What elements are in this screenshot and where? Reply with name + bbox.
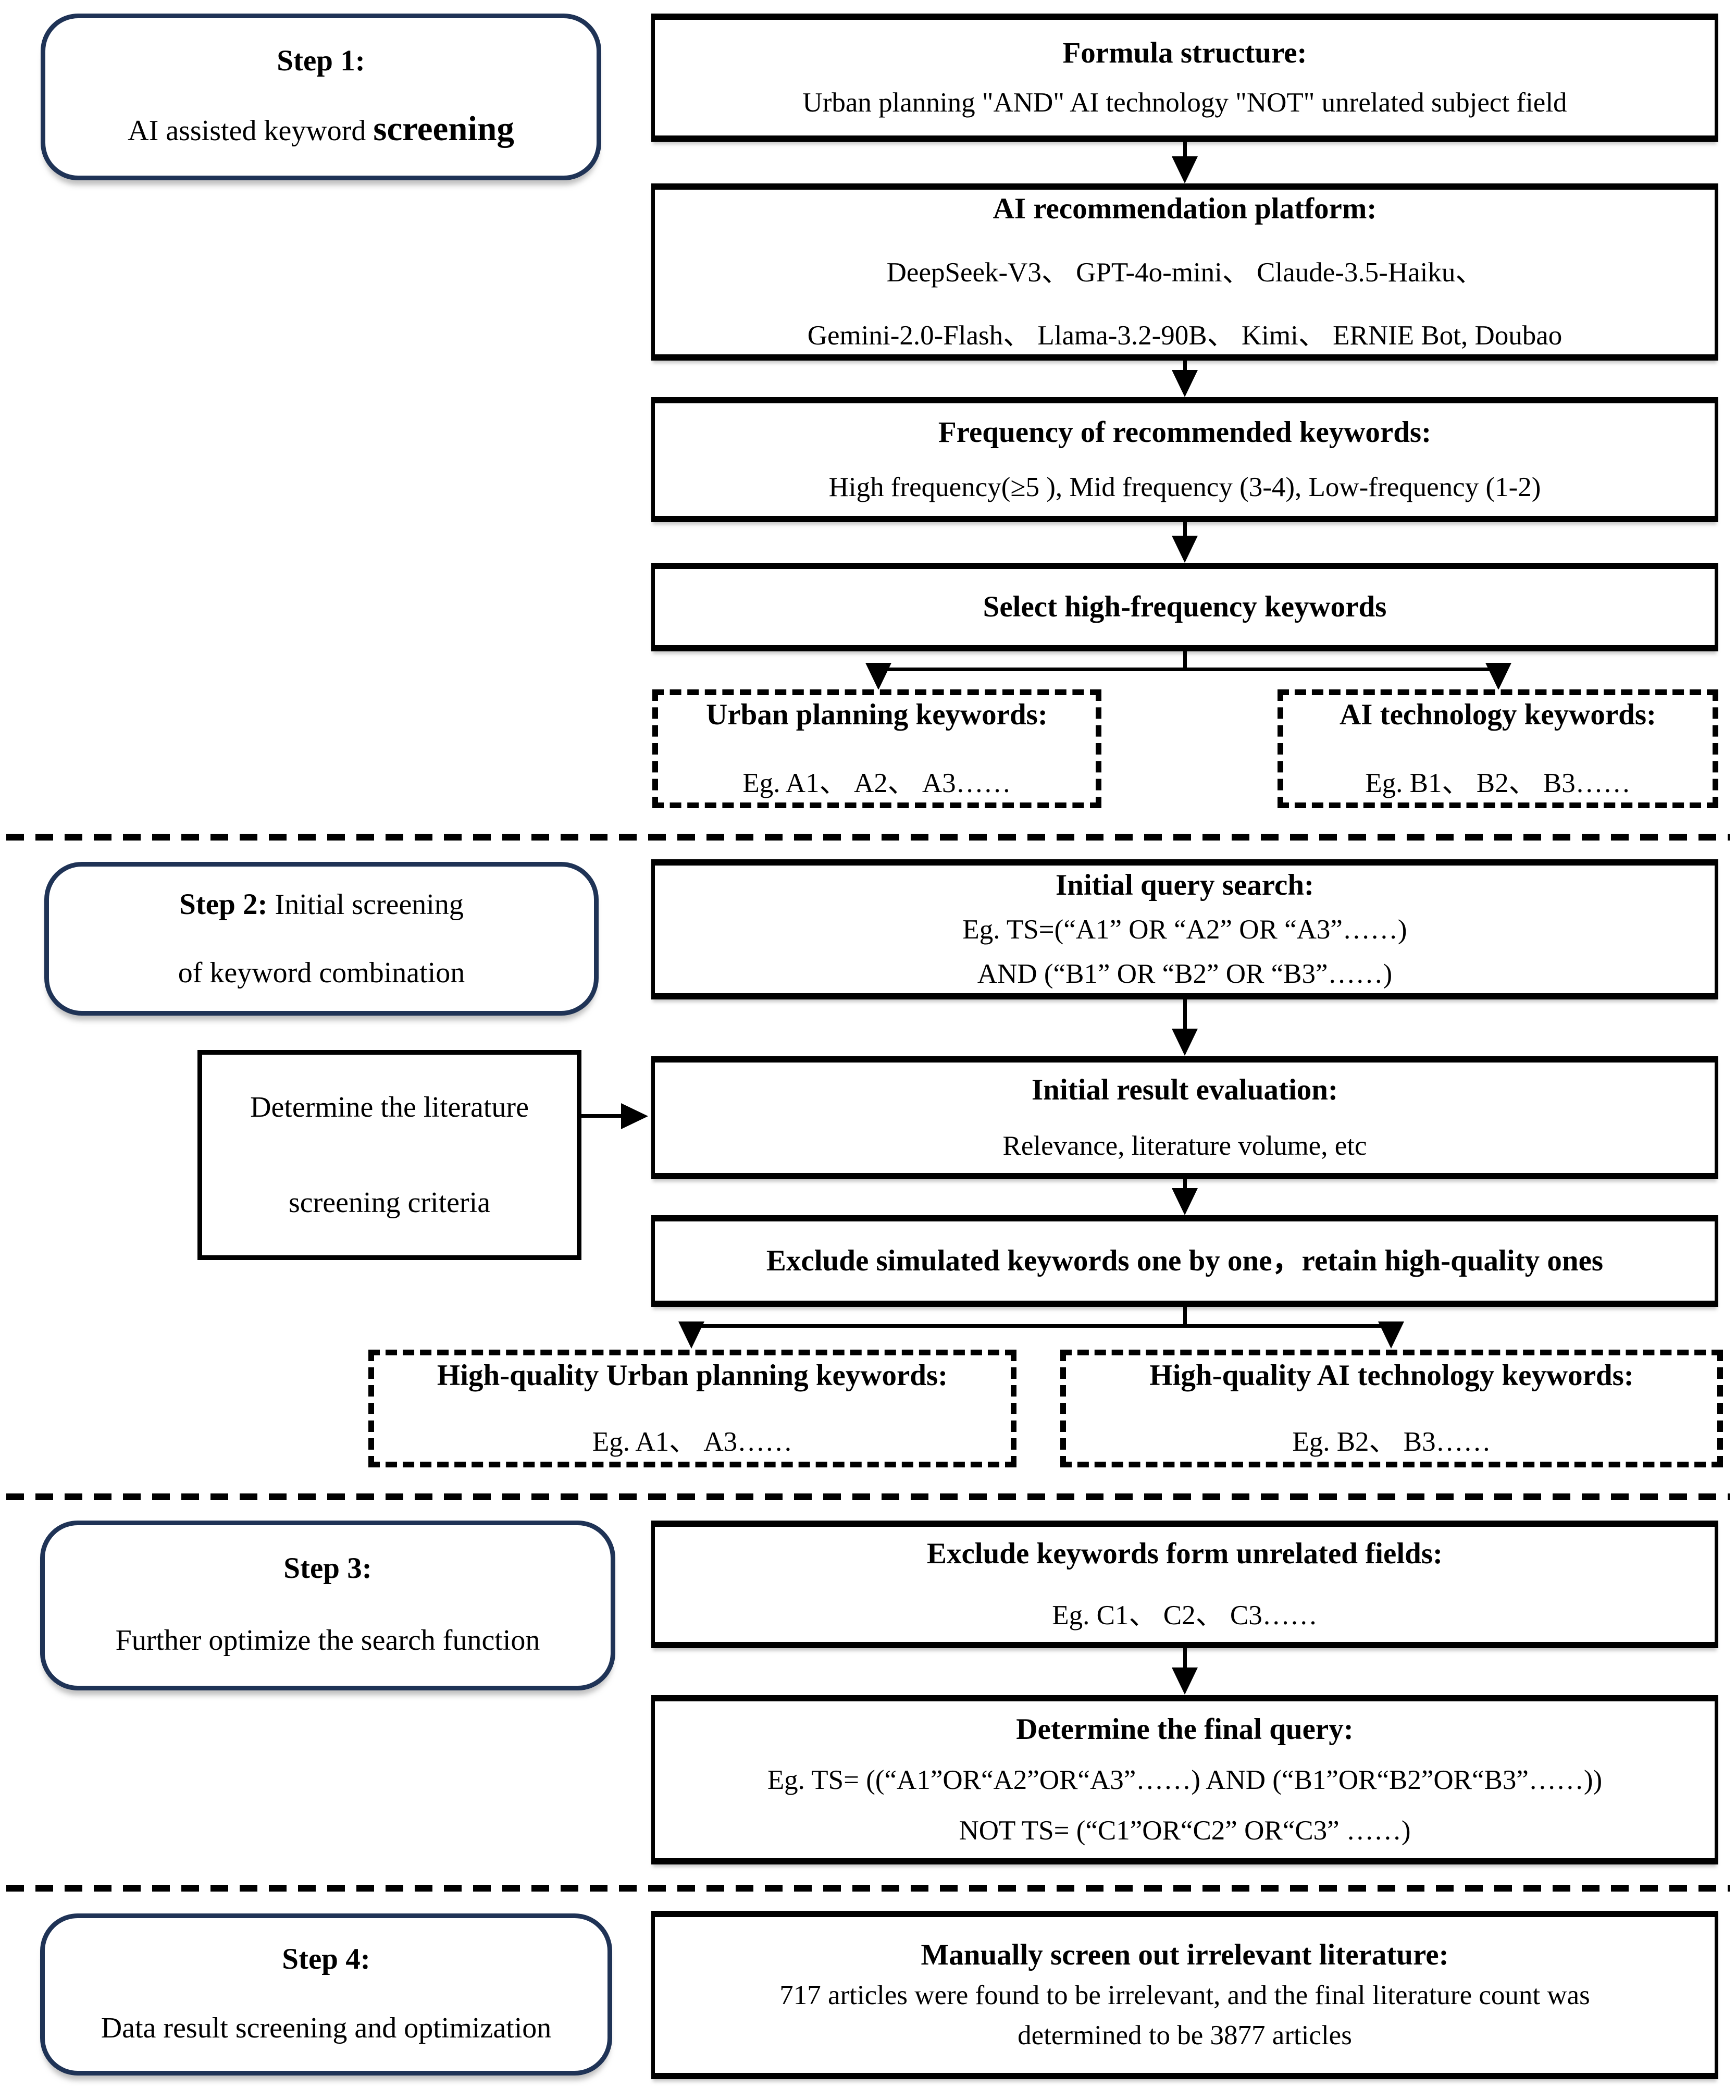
result-evaluation-title: Initial result evaluation: xyxy=(1032,1073,1338,1106)
formula-structure-box: Formula structure: Urban planning "AND" … xyxy=(651,14,1718,142)
frequency-line: High frequency(≥5 ), Mid frequency (3-4)… xyxy=(828,472,1541,503)
select-keywords-title: Select high-frequency keywords xyxy=(983,590,1387,624)
step4-title: Step 4: xyxy=(282,1942,370,1975)
exclude-fields-line: Eg. C1、 C2、 C3…… xyxy=(1052,1600,1318,1630)
dashed-separator-3 xyxy=(6,1885,1730,1892)
arrow-line-4 xyxy=(1183,998,1187,1030)
step2-line2: of keyword combination xyxy=(178,956,465,989)
ai-platform-box: AI recommendation platform: DeepSeek-V3、… xyxy=(651,183,1718,361)
arrow-down-icon-branch1-right xyxy=(1485,663,1511,690)
arrow-line-2 xyxy=(1183,360,1187,371)
step2-title-bold: Step 2: xyxy=(179,887,268,921)
select-keywords-box: Select high-frequency keywords xyxy=(651,563,1718,651)
step3-title: Step 3: xyxy=(283,1552,372,1585)
frequency-title: Frequency of recommended keywords: xyxy=(938,415,1432,449)
ai-platform-line1: DeepSeek-V3、 GPT-4o-mini、 Claude-3.5-Hai… xyxy=(886,257,1483,288)
arrow-down-icon-3 xyxy=(1172,536,1198,563)
manual-screening-line2: determined to be 3877 articles xyxy=(1018,2020,1352,2051)
dashed-separator-2 xyxy=(6,1493,1730,1500)
branch1-stem-line xyxy=(1183,650,1187,671)
branch1-horizontal-line xyxy=(877,668,1500,671)
screening-criteria-box: Determine the literature screening crite… xyxy=(197,1050,581,1260)
arrow-line-6 xyxy=(1183,1647,1187,1669)
initial-query-line2: AND (“B1” OR “B2” OR “B3”……) xyxy=(977,959,1393,990)
ai-platform-line2: Gemini-2.0-Flash、 Llama-3.2-90B、 Kimi、 E… xyxy=(807,320,1563,351)
branch2-stem-line xyxy=(1183,1306,1187,1328)
ai-keywords-box: AI technology keywords: Eg. B1、 B2、 B3…… xyxy=(1278,689,1718,808)
exclude-simulated-title: Exclude simulated keywords one by one，re… xyxy=(766,1244,1604,1278)
arrow-down-icon-branch1-left xyxy=(865,663,891,690)
ai-platform-title: AI recommendation platform: xyxy=(993,192,1377,226)
arrow-down-icon-4 xyxy=(1172,1029,1198,1056)
step1-subtitle: AI assisted keyword screening xyxy=(128,109,514,150)
step2-title: Step 2: Initial screening xyxy=(179,886,464,924)
formula-structure-title: Formula structure: xyxy=(1062,36,1307,69)
final-query-box: Determine the final query: Eg. TS= ((“A1… xyxy=(651,1695,1718,1864)
result-evaluation-line: Relevance, literature volume, etc xyxy=(1002,1131,1367,1162)
ai-keywords-title: AI technology keywords: xyxy=(1340,698,1656,731)
step3-line2: Further optimize the search function xyxy=(115,1624,540,1657)
exclude-simulated-box: Exclude simulated keywords one by one，re… xyxy=(651,1215,1718,1307)
exclude-fields-box: Exclude keywords form unrelated fields: … xyxy=(651,1521,1718,1648)
hq-urban-keywords-line: Eg. A1、 A3…… xyxy=(592,1427,793,1457)
arrow-line-1 xyxy=(1183,140,1187,158)
branch2-horizontal-line xyxy=(690,1324,1393,1328)
step1-title: Step 1: xyxy=(277,44,365,78)
arrow-line-5 xyxy=(1183,1178,1187,1190)
manual-screening-box: Manually screen out irrelevant literatur… xyxy=(651,1911,1718,2079)
urban-keywords-title: Urban planning keywords: xyxy=(706,698,1048,731)
hq-ai-keywords-box: High-quality AI technology keywords: Eg.… xyxy=(1060,1350,1723,1467)
urban-keywords-line: Eg. A1、 A2、 A3…… xyxy=(742,768,1011,799)
arrow-line-3 xyxy=(1183,521,1187,537)
final-query-line2: NOT TS= (“C1”OR“C2” OR“C3” ……) xyxy=(959,1815,1411,1846)
arrow-right-icon-criteria xyxy=(621,1103,648,1129)
step1-subtitle-regular: AI assisted keyword xyxy=(128,115,374,147)
frequency-box: Frequency of recommended keywords: High … xyxy=(651,397,1718,522)
step2-title-rest: Initial screening xyxy=(267,888,464,921)
urban-keywords-box: Urban planning keywords: Eg. A1、 A2、 A3…… xyxy=(652,689,1101,808)
arrow-down-icon-2 xyxy=(1172,370,1198,397)
exclude-fields-title: Exclude keywords form unrelated fields: xyxy=(926,1537,1443,1571)
step2-box: Step 2: Initial screening of keyword com… xyxy=(44,862,599,1016)
hq-urban-keywords-title: High-quality Urban planning keywords: xyxy=(437,1358,948,1392)
dashed-separator-1 xyxy=(6,834,1730,841)
result-evaluation-box: Initial result evaluation: Relevance, li… xyxy=(651,1056,1718,1179)
final-query-line1: Eg. TS= ((“A1”OR“A2”OR“A3”……) AND (“B1”O… xyxy=(767,1765,1603,1796)
step4-box: Step 4: Data result screening and optimi… xyxy=(40,1913,612,2076)
hq-urban-keywords-box: High-quality Urban planning keywords: Eg… xyxy=(368,1350,1016,1467)
initial-query-title: Initial query search: xyxy=(1055,868,1315,901)
hq-ai-keywords-line: Eg. B2、 B3…… xyxy=(1292,1427,1491,1457)
hq-ai-keywords-title: High-quality AI technology keywords: xyxy=(1149,1358,1634,1392)
final-query-title: Determine the final query: xyxy=(1016,1712,1354,1746)
screening-criteria-line2: screening criteria xyxy=(288,1186,491,1219)
criteria-arrow-line xyxy=(581,1114,622,1118)
arrow-down-icon-6 xyxy=(1172,1667,1198,1695)
step3-box: Step 3: Further optimize the search func… xyxy=(40,1521,615,1690)
step4-line2: Data result screening and optimization xyxy=(101,2011,552,2044)
initial-query-box: Initial query search: Eg. TS=(“A1” OR “A… xyxy=(651,859,1718,999)
ai-keywords-line: Eg. B1、 B2、 B3…… xyxy=(1365,768,1631,799)
arrow-down-icon-1 xyxy=(1172,156,1198,183)
manual-screening-line1: 717 articles were found to be irrelevant… xyxy=(779,1980,1590,2011)
arrow-down-icon-branch2-left xyxy=(678,1321,704,1349)
step1-subtitle-bold: screening xyxy=(373,109,514,149)
manual-screening-title: Manually screen out irrelevant literatur… xyxy=(921,1938,1449,1971)
arrow-down-icon-branch2-right xyxy=(1378,1321,1404,1349)
arrow-down-icon-5 xyxy=(1172,1188,1198,1215)
screening-criteria-line1: Determine the literature xyxy=(250,1091,529,1123)
initial-query-line1: Eg. TS=(“A1” OR “A2” OR “A3”……) xyxy=(962,915,1407,945)
formula-structure-line: Urban planning "AND" AI technology "NOT"… xyxy=(802,88,1567,118)
step1-box: Step 1: AI assisted keyword screening xyxy=(41,14,601,180)
